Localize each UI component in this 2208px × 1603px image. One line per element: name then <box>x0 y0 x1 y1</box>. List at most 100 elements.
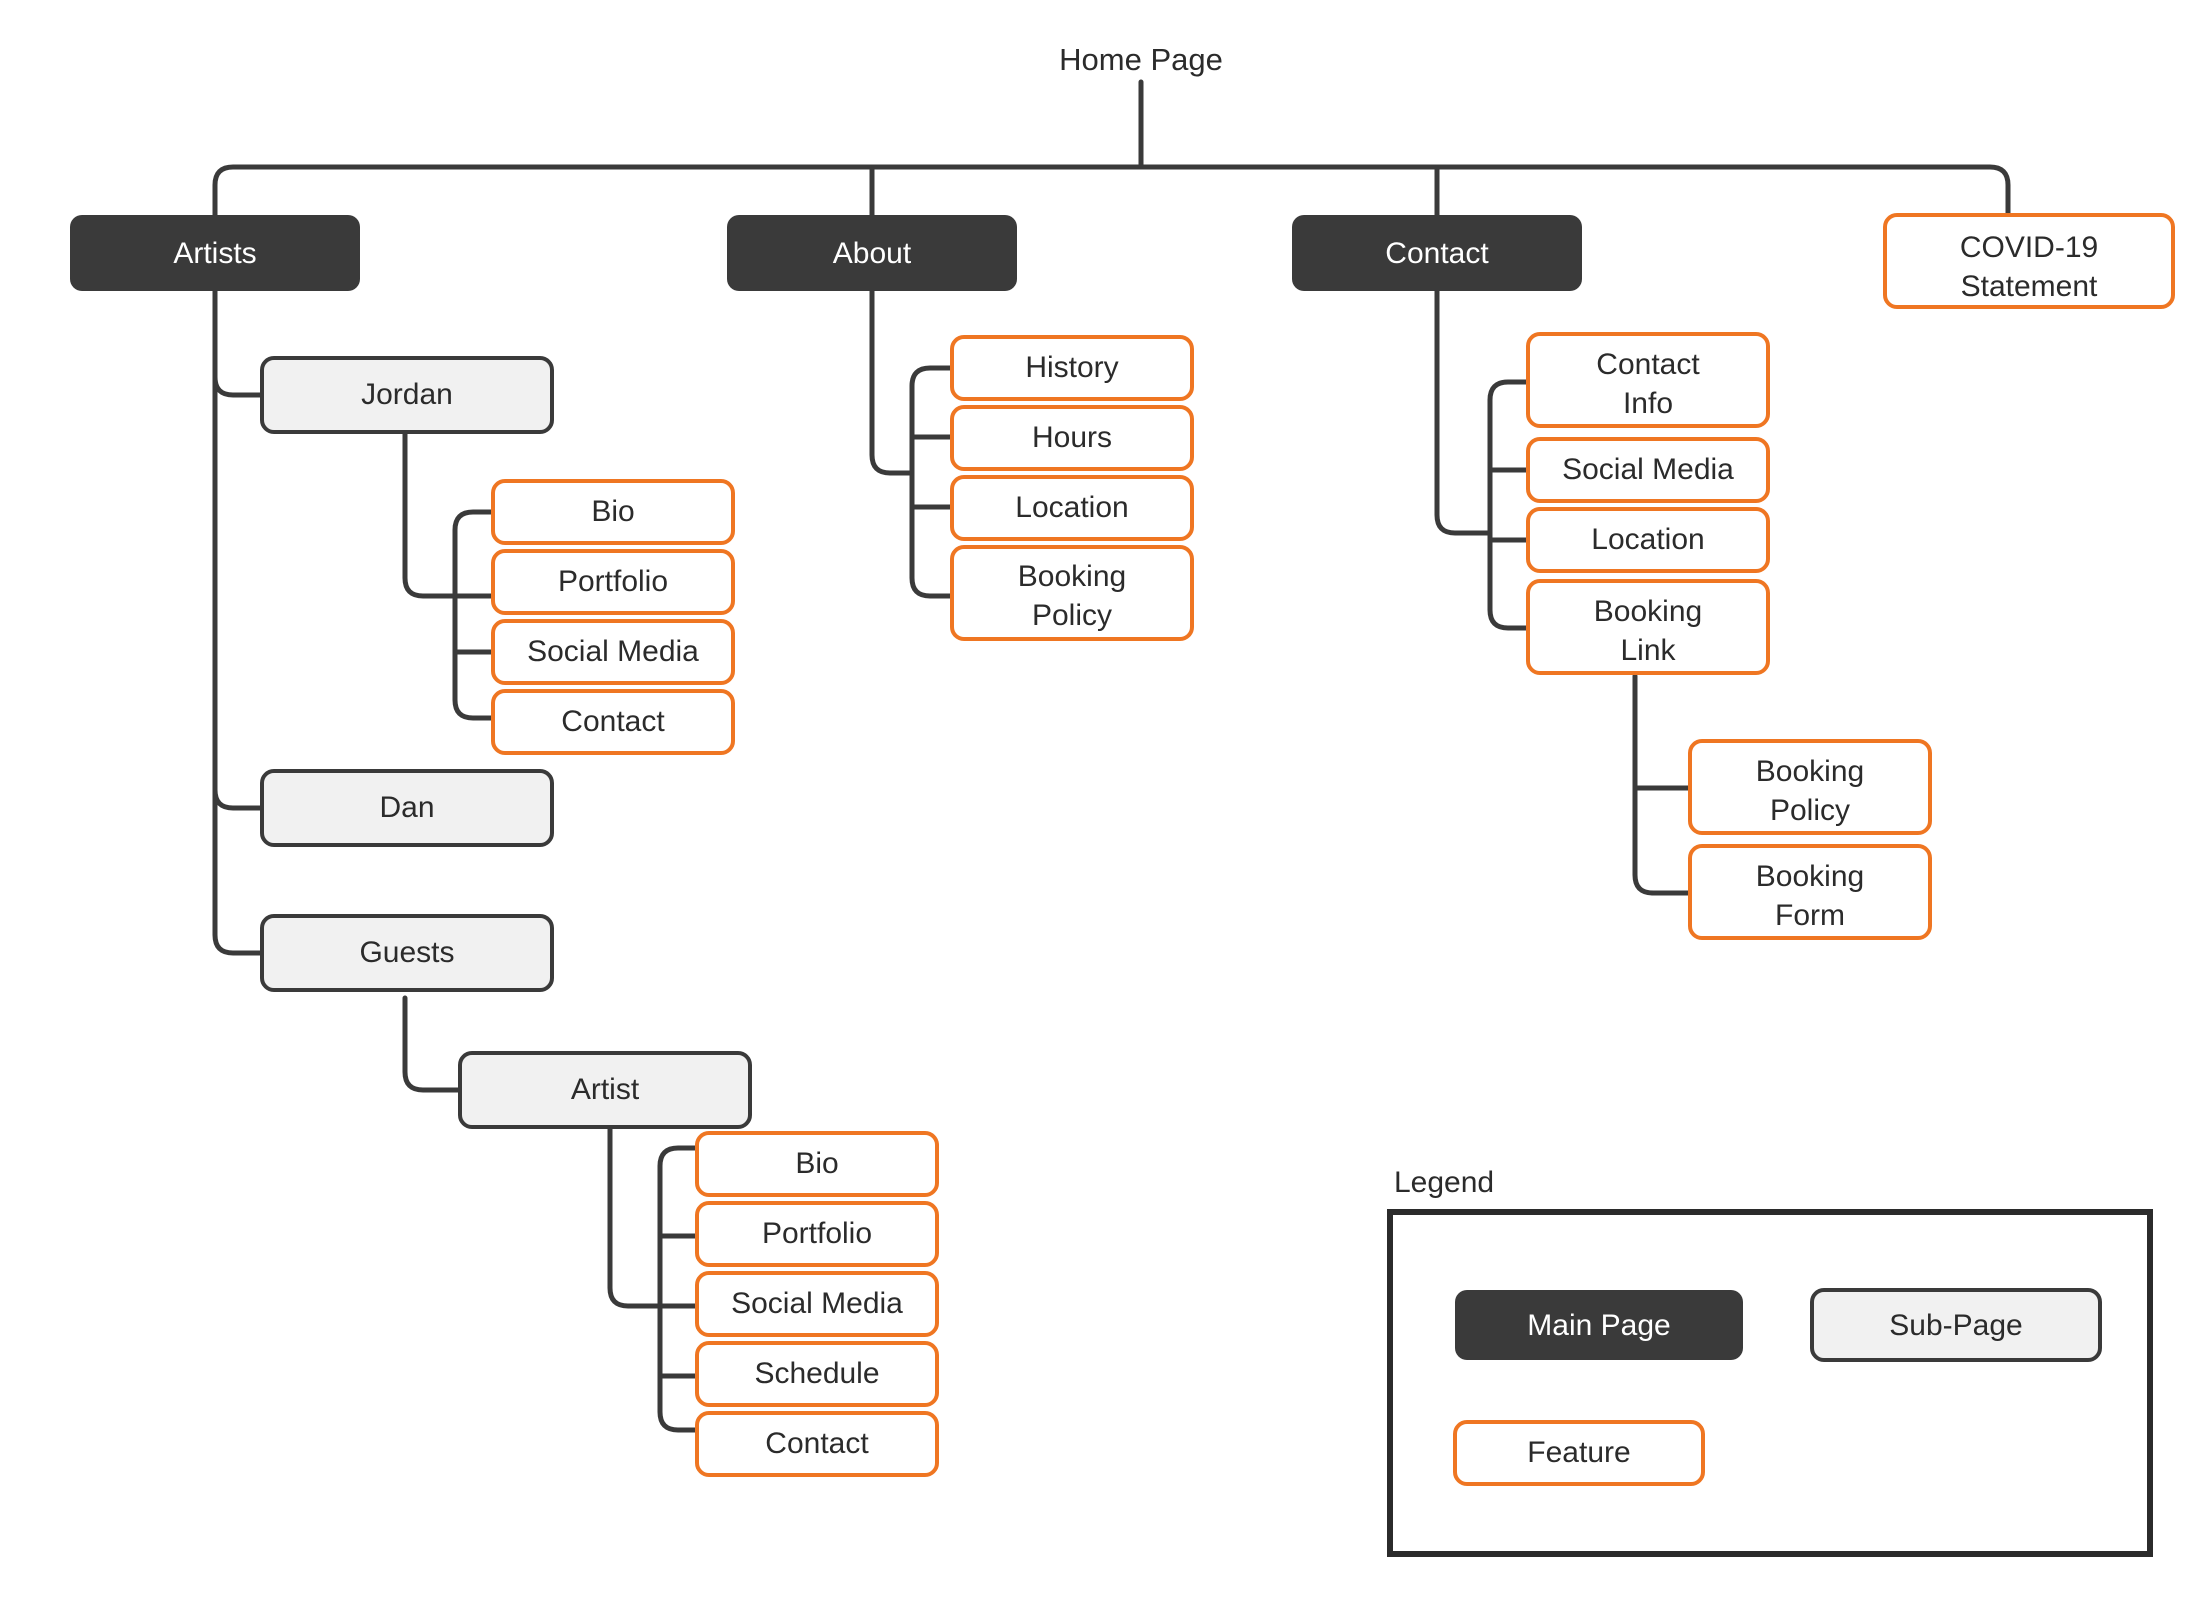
node-artist-schedule-label: Schedule <box>754 1357 879 1390</box>
node-artists[interactable]: Artists <box>70 215 360 291</box>
legend-label-sub-page: Sub-Page <box>1889 1309 2022 1342</box>
node-contact-location-box[interactable] <box>1526 507 1770 573</box>
node-booking-form-box[interactable] <box>1688 844 1932 940</box>
node-jordan-portfolio[interactable]: Portfolio <box>491 549 735 615</box>
node-artist-schedule[interactable]: Schedule <box>695 1341 939 1407</box>
node-dan-box[interactable] <box>260 769 554 847</box>
legend-label-main-page: Main Page <box>1527 1309 1670 1342</box>
node-booking-form-label-line2: Form <box>1775 899 1845 932</box>
node-jordan-portfolio-box[interactable] <box>491 549 735 615</box>
connector-artists-to-jordan <box>212 374 265 398</box>
node-about-hours-box[interactable] <box>950 405 1194 471</box>
node-dan[interactable]: Dan <box>260 769 554 847</box>
node-booking-policy-label-line1: Booking <box>1756 755 1864 788</box>
node-about-booking-policy-label-line1: Booking <box>1018 560 1126 593</box>
node-about-history-label: History <box>1025 351 1118 384</box>
connector-contact-stem <box>1434 287 1493 536</box>
node-artist-portfolio[interactable]: Portfolio <box>695 1201 939 1267</box>
connector-contact-rail <box>1487 379 1531 631</box>
node-contact-info[interactable]: Contact Info <box>1526 332 1770 428</box>
node-jordan-social-media-label: Social Media <box>527 635 699 668</box>
node-guest-artist-box[interactable] <box>458 1051 752 1129</box>
connector-artists-to-dan <box>212 787 265 811</box>
node-artist-schedule-box[interactable] <box>695 1341 939 1407</box>
node-about-history[interactable]: History <box>950 335 1194 401</box>
node-about-location[interactable]: Location <box>950 475 1194 541</box>
node-guests[interactable]: Guests <box>260 914 554 992</box>
legend-swatch-sub-page <box>1810 1288 2102 1362</box>
node-about-hours[interactable]: Hours <box>950 405 1194 471</box>
legend-item-main-page: Main Page <box>1455 1290 1743 1360</box>
legend: Legend Main Page Sub-Page Feature <box>1387 1166 2153 1557</box>
node-about-booking-policy-box[interactable] <box>950 545 1194 641</box>
node-booking-policy-box[interactable] <box>1688 739 1932 835</box>
node-covid-statement-label-line1: COVID-19 <box>1960 231 2098 264</box>
node-covid-statement[interactable]: COVID-19 Statement <box>1883 213 2175 309</box>
node-jordan-bio-label: Bio <box>591 495 634 528</box>
legend-label-feature: Feature <box>1527 1436 1630 1469</box>
node-contact[interactable]: Contact <box>1292 215 1582 291</box>
node-jordan-portfolio-label: Portfolio <box>558 565 668 598</box>
node-covid-statement-box[interactable] <box>1883 213 2175 309</box>
node-artist-contact-box[interactable] <box>695 1411 939 1477</box>
legend-frame <box>1387 1209 2153 1557</box>
node-contact-booking-link-label-line1: Booking <box>1594 595 1702 628</box>
node-jordan-contact-label: Contact <box>561 705 665 738</box>
node-contact-social-media-label: Social Media <box>1562 453 1734 486</box>
node-artist-portfolio-box[interactable] <box>695 1201 939 1267</box>
node-artist-social-media-box[interactable] <box>695 1271 939 1337</box>
node-about[interactable]: About <box>727 215 1017 291</box>
node-artist-contact-label: Contact <box>765 1427 869 1460</box>
node-contact-social-media[interactable]: Social Media <box>1526 437 1770 503</box>
node-contact-booking-link[interactable]: Booking Link <box>1526 579 1770 675</box>
node-about-box[interactable] <box>727 215 1017 291</box>
node-jordan[interactable]: Jordan <box>260 356 554 434</box>
node-artist-bio-box[interactable] <box>695 1131 939 1197</box>
legend-item-sub-page: Sub-Page <box>1810 1288 2102 1362</box>
node-contact-label: Contact <box>1385 237 1489 270</box>
node-contact-location[interactable]: Location <box>1526 507 1770 573</box>
node-contact-booking-link-box[interactable] <box>1526 579 1770 675</box>
connector-artists-spine <box>212 287 265 956</box>
connector-jordan-stem <box>402 429 458 599</box>
node-about-location-box[interactable] <box>950 475 1194 541</box>
node-booking-policy[interactable]: Booking Policy <box>1688 739 1932 835</box>
node-about-history-box[interactable] <box>950 335 1194 401</box>
node-contact-box[interactable] <box>1292 215 1582 291</box>
connector-bookinglink-stem <box>1632 673 1693 896</box>
legend-item-feature: Feature <box>1453 1420 1705 1486</box>
connector-about-stem <box>869 287 915 476</box>
node-contact-info-box[interactable] <box>1526 332 1770 428</box>
legend-swatch-feature <box>1453 1420 1705 1486</box>
node-jordan-bio[interactable]: Bio <box>491 479 735 545</box>
node-contact-location-label: Location <box>1591 523 1704 556</box>
node-jordan-bio-box[interactable] <box>491 479 735 545</box>
node-artist-portfolio-label: Portfolio <box>762 1217 872 1250</box>
node-artist-bio[interactable]: Bio <box>695 1131 939 1197</box>
node-about-label: About <box>833 237 912 270</box>
node-artists-box[interactable] <box>70 215 360 291</box>
node-jordan-social-media[interactable]: Social Media <box>491 619 735 685</box>
connector-about-rail <box>909 365 955 599</box>
node-guest-artist[interactable]: Artist <box>458 1051 752 1129</box>
node-booking-form-label-line1: Booking <box>1756 860 1864 893</box>
node-jordan-box[interactable] <box>260 356 554 434</box>
node-booking-form[interactable]: Booking Form <box>1688 844 1932 940</box>
node-artist-social-media[interactable]: Social Media <box>695 1271 939 1337</box>
node-about-booking-policy[interactable]: Booking Policy <box>950 545 1194 641</box>
node-jordan-contact-box[interactable] <box>491 689 735 755</box>
node-covid-statement-label-line2: Statement <box>1961 270 2098 303</box>
root-page-title: Home Page <box>1059 42 1223 77</box>
node-about-booking-policy-label-line2: Policy <box>1032 599 1112 632</box>
node-contact-info-label-line1: Contact <box>1596 348 1700 381</box>
node-artist-contact[interactable]: Contact <box>695 1411 939 1477</box>
node-artists-label: Artists <box>173 237 256 270</box>
node-jordan-social-media-box[interactable] <box>491 619 735 685</box>
node-artist-social-media-label: Social Media <box>731 1287 903 1320</box>
node-guests-label: Guests <box>359 936 454 969</box>
node-guests-box[interactable] <box>260 914 554 992</box>
node-contact-info-label-line2: Info <box>1623 387 1673 420</box>
node-contact-social-media-box[interactable] <box>1526 437 1770 503</box>
connector-artist-stem <box>607 1122 663 1309</box>
node-jordan-contact[interactable]: Contact <box>491 689 735 755</box>
